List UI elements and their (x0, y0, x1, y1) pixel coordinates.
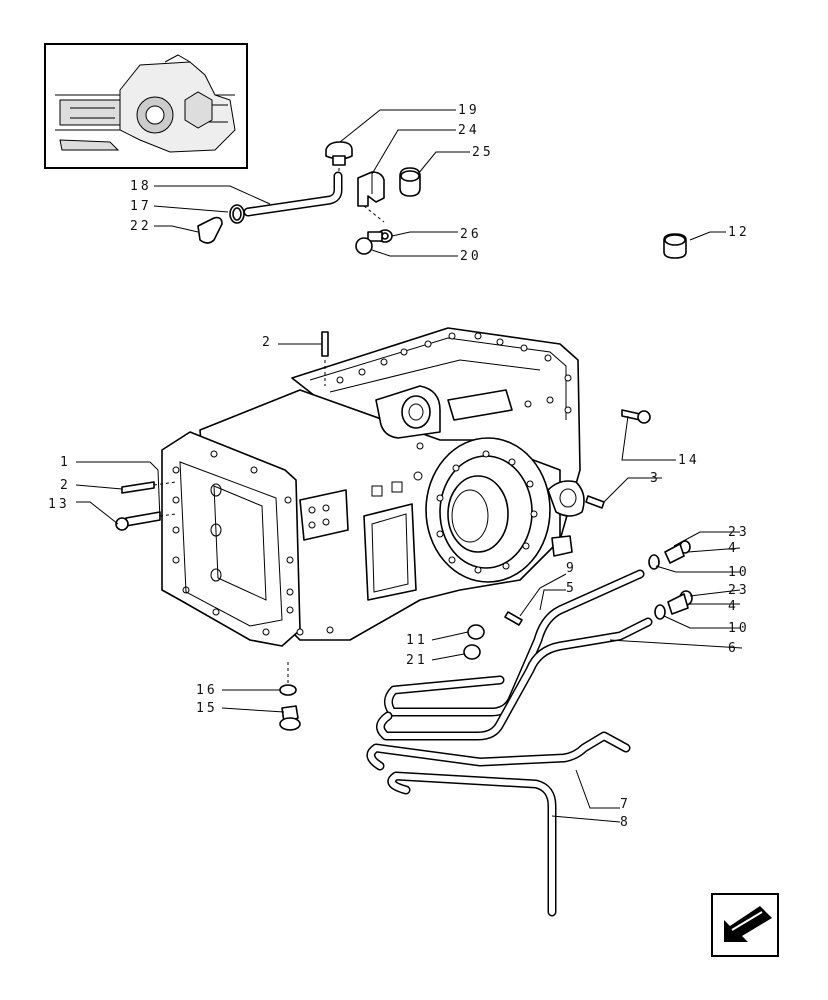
tube-part (243, 171, 343, 217)
callout-10-lower: 10 (728, 621, 750, 636)
callout-26: 26 (460, 227, 482, 242)
fitting-upper-part (648, 540, 691, 570)
callout-16: 16 (196, 683, 218, 698)
callout-21: 21 (406, 653, 428, 668)
callout-17: 17 (130, 199, 152, 214)
front-dowel-pin-part (121, 481, 177, 494)
callout-23-upper: 23 (728, 525, 750, 540)
pipe-6 (376, 617, 653, 741)
callout-11: 11 (406, 633, 428, 648)
callout-5: 5 (566, 581, 577, 596)
callout-2-front: 2 (60, 478, 71, 493)
leader-lines (75, 109, 743, 823)
callout-2-top: 2 (262, 335, 273, 350)
bolt-part (355, 231, 383, 255)
bracket-part (357, 171, 385, 223)
next-page-arrow-icon[interactable] (711, 893, 779, 957)
bracket-line (157, 469, 161, 521)
plug-cap-part (463, 644, 481, 660)
callout-7: 7 (620, 797, 631, 812)
callout-22: 22 (130, 219, 152, 234)
o-ring-part (279, 662, 297, 696)
assembly-overview-thumbnail[interactable] (44, 43, 248, 169)
callout-24: 24 (458, 123, 480, 138)
side-pin-part (585, 495, 605, 509)
housing-bolt-part (621, 409, 651, 424)
spacer-part (399, 167, 421, 197)
fitting-lower-part (654, 590, 693, 620)
callout-19: 19 (458, 103, 480, 118)
elbow-fitting-part (197, 216, 223, 244)
callouts: 19 24 25 18 17 22 26 20 12 2 1 2 13 14 3… (48, 103, 750, 830)
callout-1: 1 (60, 455, 71, 470)
callout-15: 15 (196, 701, 218, 716)
pipe-7 (366, 731, 631, 771)
hose-clamp-part (229, 204, 245, 224)
callout-10-upper: 10 (728, 565, 750, 580)
callout-25: 25 (472, 145, 494, 160)
callout-18: 18 (130, 179, 152, 194)
callout-9: 9 (566, 561, 577, 576)
plug-small-part (467, 624, 485, 640)
callout-13: 13 (48, 497, 70, 512)
callout-4-lower: 4 (728, 599, 739, 614)
callout-12: 12 (728, 225, 750, 240)
callout-8: 8 (620, 815, 631, 830)
breather-cap-part (325, 141, 353, 188)
transmission-housing (161, 327, 585, 647)
front-bolt-part (115, 511, 177, 531)
callout-4-upper: 4 (728, 541, 739, 556)
callout-6: 6 (728, 641, 739, 656)
drain-plug-part (279, 705, 301, 731)
pipe-8 (387, 771, 557, 917)
pin-part (504, 611, 523, 626)
callout-14: 14 (678, 453, 700, 468)
callout-23-lower: 23 (728, 583, 750, 598)
callout-20: 20 (460, 249, 482, 264)
plug-part (663, 233, 687, 259)
callout-3: 3 (650, 471, 661, 486)
